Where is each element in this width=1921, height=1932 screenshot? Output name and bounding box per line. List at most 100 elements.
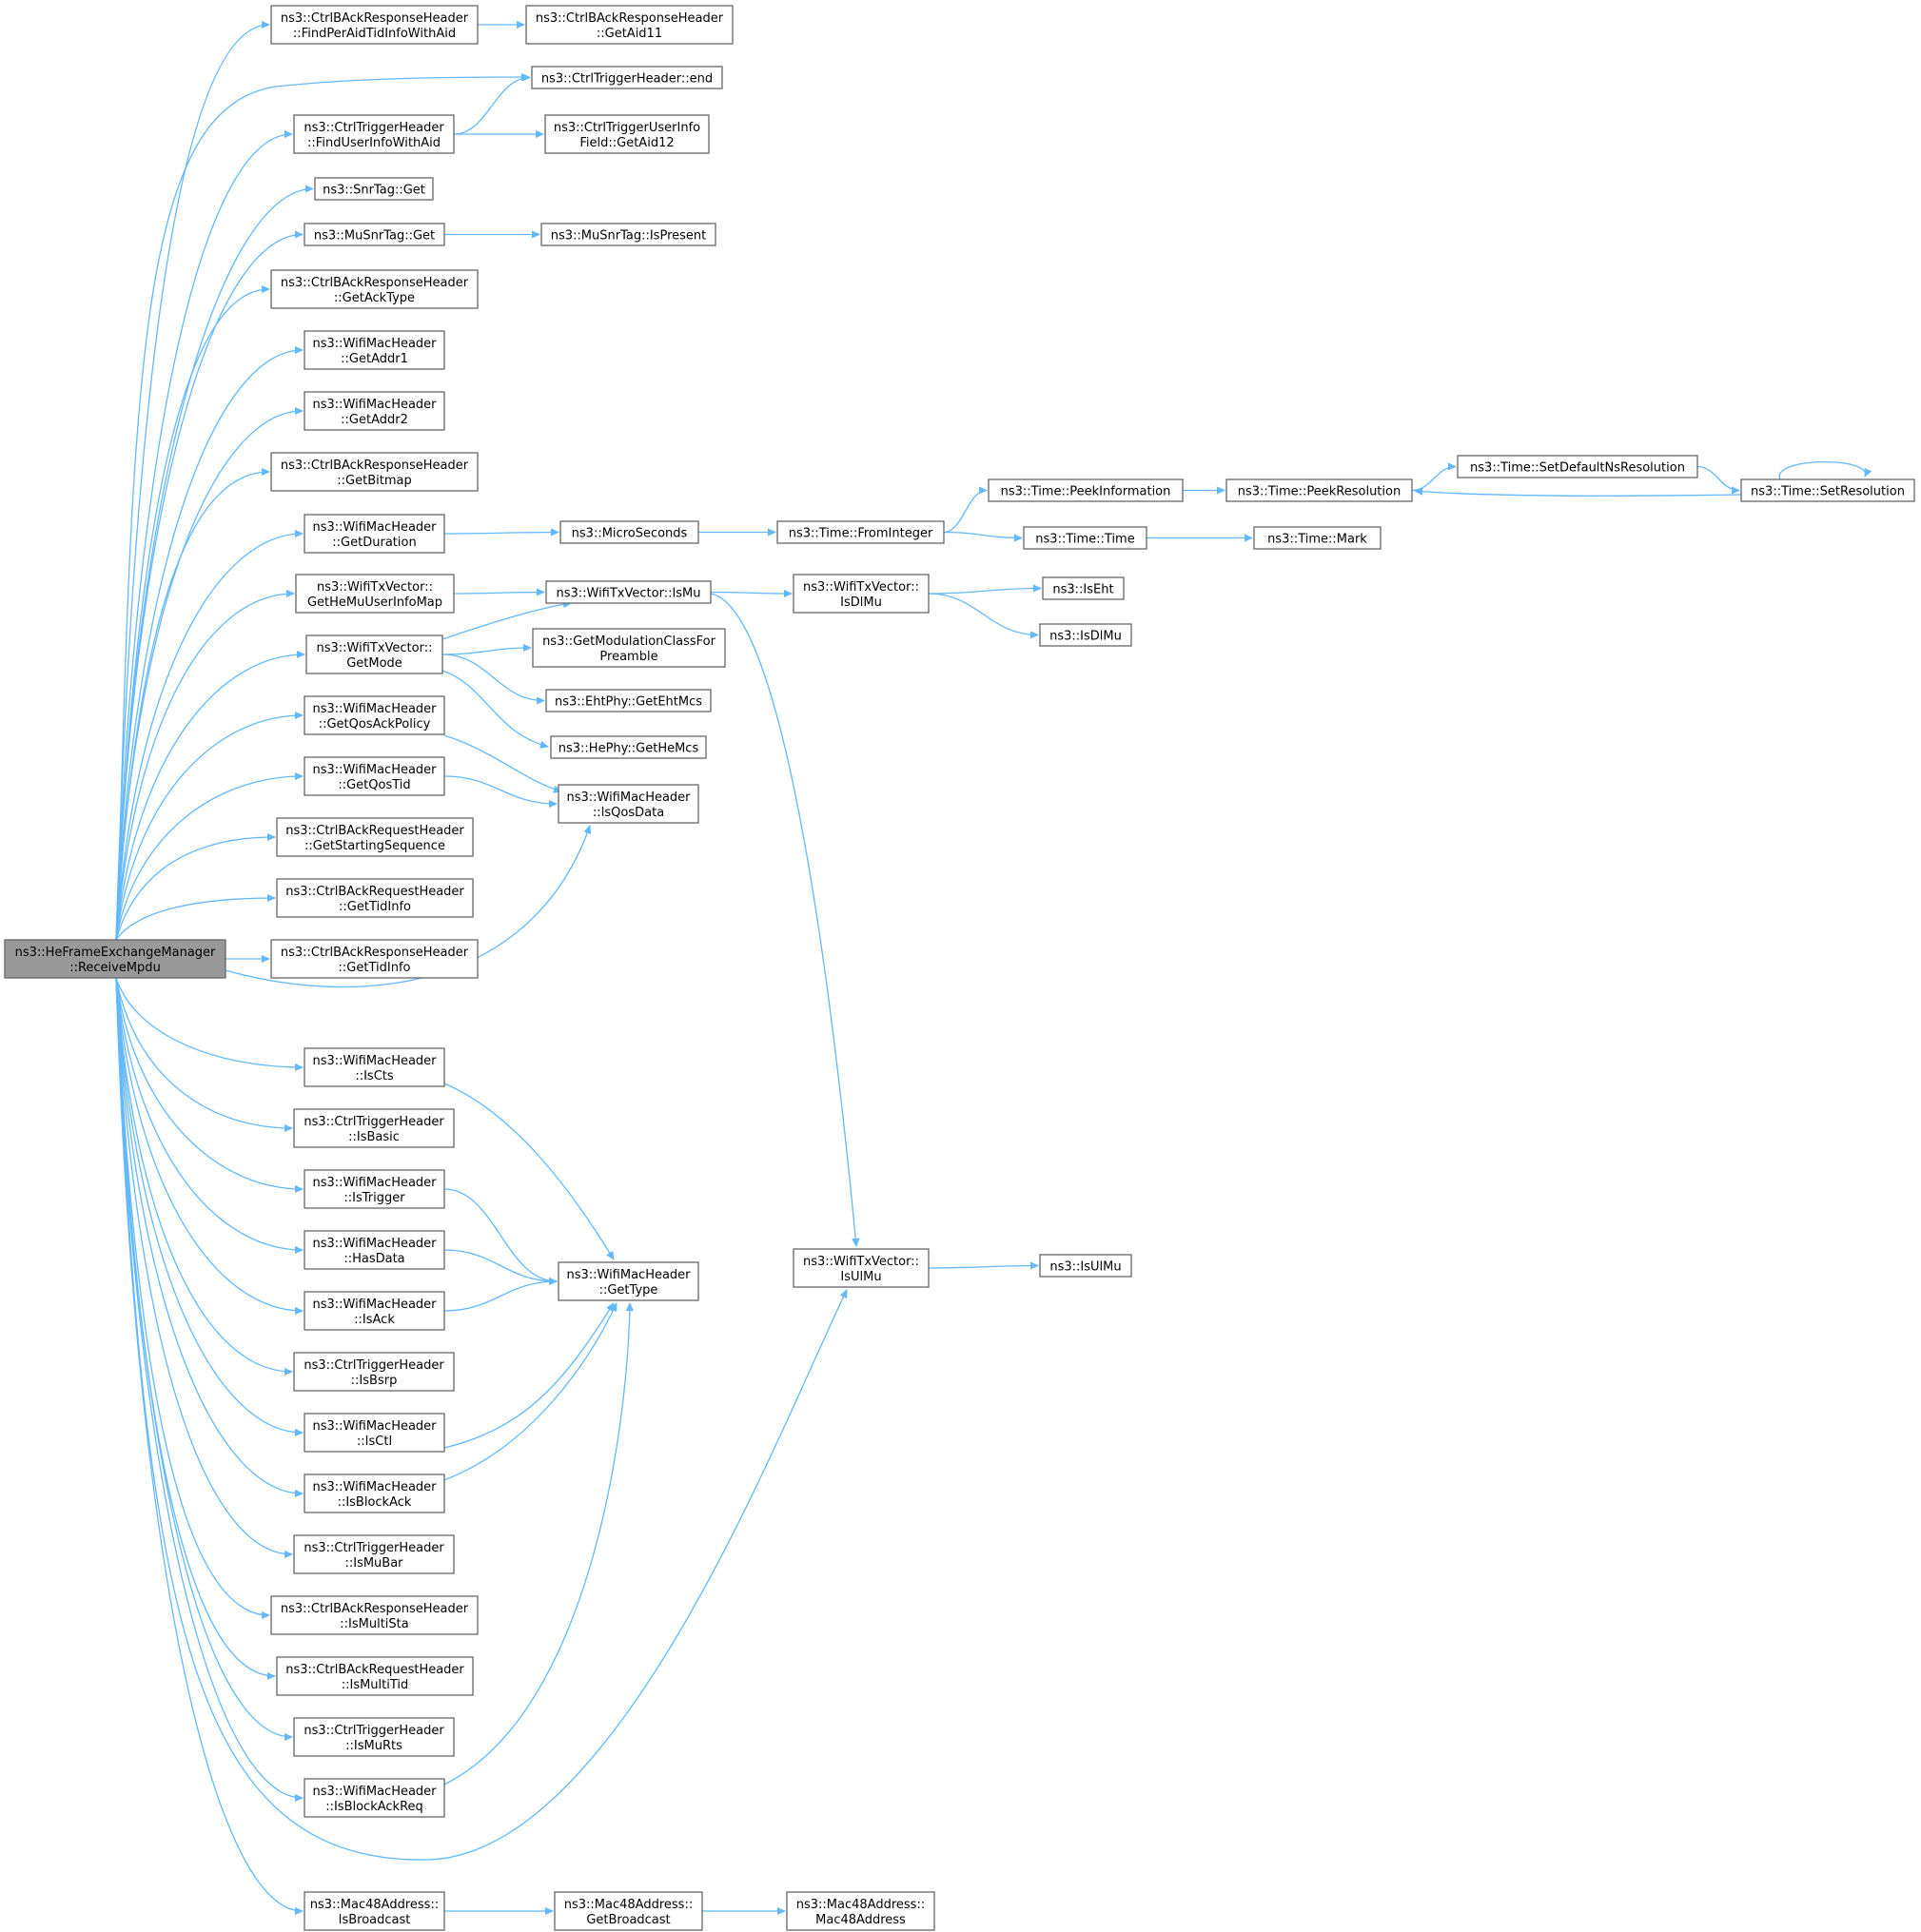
node-isBsrp[interactable]: ns3::CtrlTriggerHeader::IsBsrp xyxy=(293,1352,455,1392)
node-box[interactable] xyxy=(1225,478,1413,502)
node-box[interactable] xyxy=(270,452,479,492)
node-box[interactable] xyxy=(295,574,455,614)
node-isAck[interactable]: ns3::WifiMacHeader::IsAck xyxy=(304,1291,445,1331)
node-getType[interactable]: ns3::WifiMacHeader::GetType xyxy=(558,1261,699,1301)
node-box[interactable] xyxy=(270,939,479,979)
node-isMuBar[interactable]: ns3::CtrlTriggerHeader::IsMuBar xyxy=(293,1534,455,1574)
node-txIsDlMu[interactable]: ns3::WifiTxVector::IsDlMu xyxy=(793,574,930,614)
node-findPerAid[interactable]: ns3::CtrlBAckResponseHeader::FindPerAidT… xyxy=(270,5,479,45)
node-isBlockAck[interactable]: ns3::WifiMacHeader::IsBlockAck xyxy=(304,1473,445,1513)
node-getEhtMcs[interactable]: ns3::EhtPhy::GetEhtMcs xyxy=(545,689,712,712)
node-box[interactable] xyxy=(554,1891,703,1931)
node-box[interactable] xyxy=(293,114,455,154)
node-box[interactable] xyxy=(544,114,710,154)
node-getMode[interactable]: ns3::WifiTxVector::GetMode xyxy=(305,634,443,674)
node-isBlockAckReq[interactable]: ns3::WifiMacHeader::IsBlockAckReq xyxy=(304,1778,445,1818)
node-box[interactable] xyxy=(293,1534,455,1574)
node-isBasic[interactable]: ns3::CtrlTriggerHeader::IsBasic xyxy=(293,1108,455,1148)
node-muSnrIsPresent[interactable]: ns3::MuSnrTag::IsPresent xyxy=(540,223,716,246)
node-root[interactable]: ns3::HeFrameExchangeManager::ReceiveMpdu xyxy=(4,939,226,979)
node-isMuRts[interactable]: ns3::CtrlTriggerHeader::IsMuRts xyxy=(293,1717,455,1757)
node-getDuration[interactable]: ns3::WifiMacHeader::GetDuration xyxy=(304,514,445,554)
node-muSnrGet[interactable]: ns3::MuSnrTag::Get xyxy=(304,223,445,246)
node-isBroadcast[interactable]: ns3::Mac48Address::IsBroadcast xyxy=(304,1891,445,1931)
node-box[interactable] xyxy=(550,735,707,759)
node-box[interactable] xyxy=(1023,526,1147,550)
node-getAid11[interactable]: ns3::CtrlBAckResponseHeader::GetAid11 xyxy=(525,5,734,45)
node-isCts[interactable]: ns3::WifiMacHeader::IsCts xyxy=(304,1047,445,1087)
node-box[interactable] xyxy=(270,1595,479,1635)
node-box[interactable] xyxy=(988,478,1184,502)
node-box[interactable] xyxy=(540,223,716,246)
node-findUserInfo[interactable]: ns3::CtrlTriggerHeader::FindUserInfoWith… xyxy=(293,114,455,154)
node-getQosAckPolicy[interactable]: ns3::WifiMacHeader::GetQosAckPolicy xyxy=(304,695,445,735)
node-box[interactable] xyxy=(793,1248,930,1288)
node-txIsMu[interactable]: ns3::WifiTxVector::IsMu xyxy=(545,580,712,604)
node-box[interactable] xyxy=(1457,455,1698,478)
node-box[interactable] xyxy=(776,520,945,544)
node-box[interactable] xyxy=(532,628,726,668)
node-box[interactable] xyxy=(293,1717,455,1757)
node-box[interactable] xyxy=(276,817,474,857)
node-box[interactable] xyxy=(304,1891,445,1931)
node-box[interactable] xyxy=(793,574,930,614)
node-getBitmap[interactable]: ns3::CtrlBAckResponseHeader::GetBitmap xyxy=(270,452,479,492)
node-isMultiSta[interactable]: ns3::CtrlBAckResponseHeader::IsMultiSta xyxy=(270,1595,479,1635)
node-box[interactable] xyxy=(4,939,226,979)
node-box[interactable] xyxy=(276,878,474,918)
node-box[interactable] xyxy=(1039,1254,1132,1278)
node-isTrigger[interactable]: ns3::WifiMacHeader::IsTrigger xyxy=(304,1169,445,1209)
node-reqGetTidInfo[interactable]: ns3::CtrlBAckRequestHeader::GetTidInfo xyxy=(276,878,474,918)
node-box[interactable] xyxy=(1042,576,1125,600)
node-peekInformation[interactable]: ns3::Time::PeekInformation xyxy=(988,478,1184,502)
node-isMultiTid[interactable]: ns3::CtrlBAckRequestHeader::IsMultiTid xyxy=(276,1656,474,1696)
node-isCtl[interactable]: ns3::WifiMacHeader::IsCtl xyxy=(304,1413,445,1453)
node-snrGet[interactable]: ns3::SnrTag::Get xyxy=(314,177,434,201)
node-box[interactable] xyxy=(558,1261,699,1301)
node-box[interactable] xyxy=(1253,526,1382,550)
node-isUlMu[interactable]: ns3::IsUlMu xyxy=(1039,1254,1132,1278)
node-box[interactable] xyxy=(304,756,445,796)
node-getAddr2[interactable]: ns3::WifiMacHeader::GetAddr2 xyxy=(304,391,445,431)
node-box[interactable] xyxy=(293,1108,455,1148)
node-box[interactable] xyxy=(545,689,712,712)
node-getStartingSeq[interactable]: ns3::CtrlBAckRequestHeader::GetStartingS… xyxy=(276,817,474,857)
node-box[interactable] xyxy=(276,1656,474,1696)
node-box[interactable] xyxy=(525,5,734,45)
node-getBroadcast[interactable]: ns3::Mac48Address::GetBroadcast xyxy=(554,1891,703,1931)
node-box[interactable] xyxy=(304,1047,445,1087)
node-box[interactable] xyxy=(304,1778,445,1818)
node-box[interactable] xyxy=(293,1352,455,1392)
node-isQosData[interactable]: ns3::WifiMacHeader::IsQosData xyxy=(558,784,699,824)
node-box[interactable] xyxy=(304,1291,445,1331)
node-box[interactable] xyxy=(304,1473,445,1513)
node-triggerEnd[interactable]: ns3::CtrlTriggerHeader::end xyxy=(531,66,723,89)
node-peekResolution[interactable]: ns3::Time::PeekResolution xyxy=(1225,478,1413,502)
node-getHeMcs[interactable]: ns3::HePhy::GetHeMcs xyxy=(550,735,707,759)
node-getQosTid[interactable]: ns3::WifiMacHeader::GetQosTid xyxy=(304,756,445,796)
node-timeMark[interactable]: ns3::Time::Mark xyxy=(1253,526,1382,550)
node-isDlMu[interactable]: ns3::IsDlMu xyxy=(1039,623,1132,647)
node-isEht[interactable]: ns3::IsEht xyxy=(1042,576,1125,600)
node-setResolution[interactable]: ns3::Time::SetResolution xyxy=(1740,478,1915,502)
node-mac48Address[interactable]: ns3::Mac48Address::Mac48Address xyxy=(786,1891,935,1931)
node-box[interactable] xyxy=(304,391,445,431)
node-box[interactable] xyxy=(558,784,699,824)
node-box[interactable] xyxy=(304,223,445,246)
node-box[interactable] xyxy=(305,634,443,674)
node-fromInteger[interactable]: ns3::Time::FromInteger xyxy=(776,520,945,544)
node-box[interactable] xyxy=(559,520,699,544)
node-box[interactable] xyxy=(304,330,445,370)
node-box[interactable] xyxy=(531,66,723,89)
node-box[interactable] xyxy=(304,695,445,735)
node-box[interactable] xyxy=(786,1891,935,1931)
node-box[interactable] xyxy=(270,269,479,309)
node-setDefaultNsRes[interactable]: ns3::Time::SetDefaultNsResolution xyxy=(1457,455,1698,478)
node-box[interactable] xyxy=(304,1169,445,1209)
node-box[interactable] xyxy=(304,514,445,554)
node-box[interactable] xyxy=(1039,623,1132,647)
node-microSeconds[interactable]: ns3::MicroSeconds xyxy=(559,520,699,544)
node-box[interactable] xyxy=(304,1230,445,1270)
